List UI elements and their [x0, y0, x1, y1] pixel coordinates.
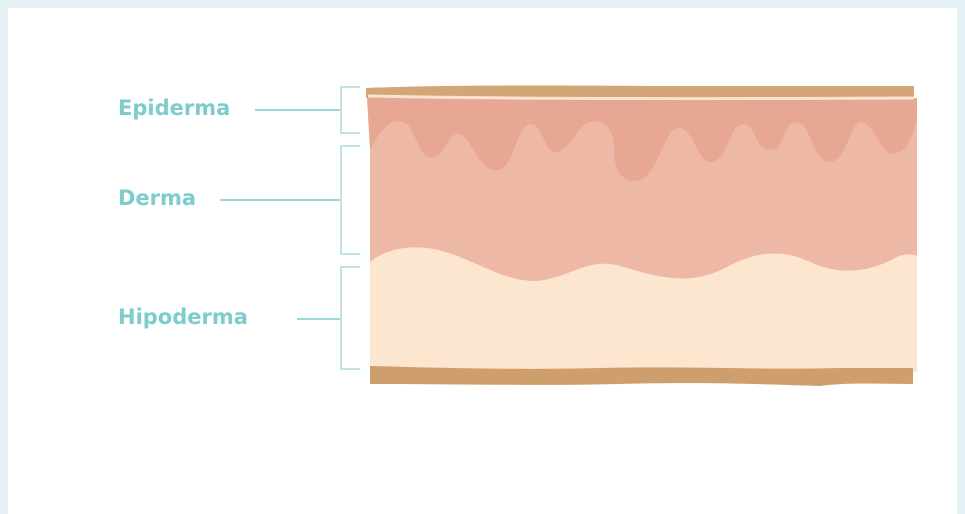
label-hipoderma: Hipoderma [118, 307, 248, 328]
label-derma: Derma [118, 188, 196, 209]
label-epiderma: Epiderma [118, 98, 230, 119]
base-band [370, 366, 913, 386]
bracket-derma [341, 146, 360, 254]
bracket-hipoderma [341, 267, 360, 369]
bracket-epiderma [341, 87, 360, 133]
